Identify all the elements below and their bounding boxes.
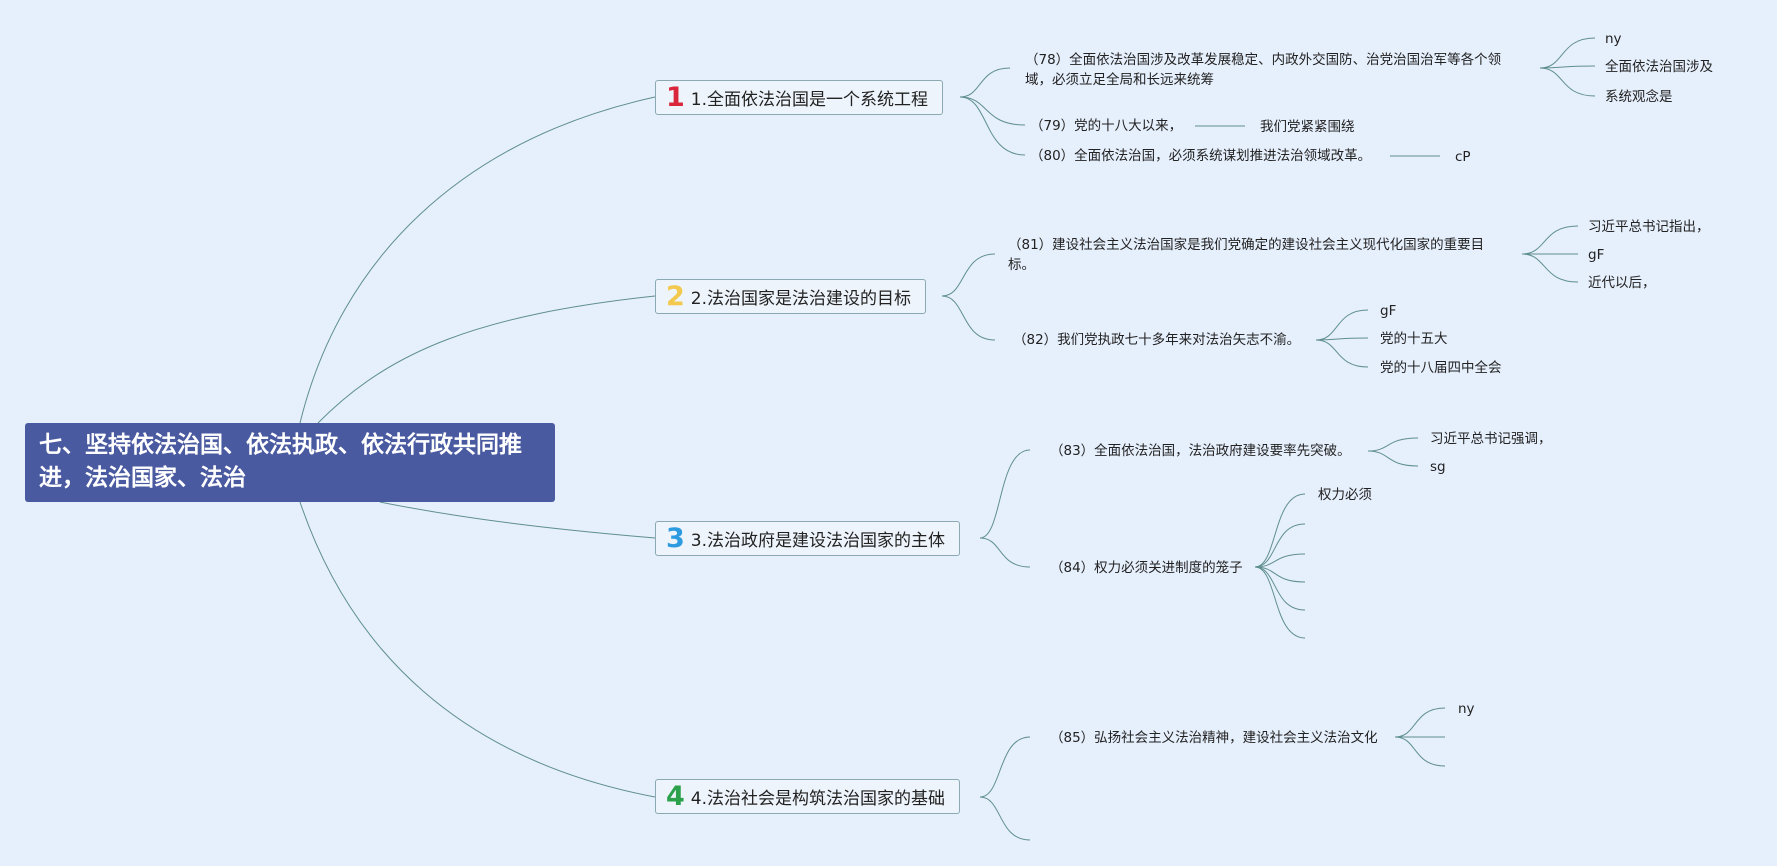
- link-root-topic-2: [317, 295, 656, 424]
- priority-4-icon: 4: [666, 781, 685, 812]
- link-topic-1-sub-2: [959, 96, 1026, 126]
- leaf-79-1[interactable]: 我们党紧紧围绕: [1260, 119, 1355, 135]
- subtopic-78[interactable]: （78）全面依法治国涉及改革发展稳定、内政外交国防、治党治国治军等各个领域，必须…: [1025, 52, 1502, 88]
- link-sub-83-leaf-2: [1367, 450, 1419, 467]
- topic-3-label: 3.法治政府是建设法治国家的主体: [690, 531, 946, 551]
- topic-1[interactable]: 1 1.全面依法治国是一个系统工程: [655, 80, 944, 115]
- link-sub-78-leaf-3: [1539, 67, 1596, 97]
- link-topic-4-sub-1: [979, 736, 1031, 798]
- root-title: 七、坚持依法治国、依法执政、依法行政共同推进，法治国家、法治: [39, 432, 522, 491]
- topic-4-label: 4.法治社会是构筑法治国家的基础: [690, 789, 946, 809]
- topic-4[interactable]: 4 4.法治社会是构筑法治国家的基础: [655, 779, 961, 814]
- subtopic-79[interactable]: （79）党的十八大以来，: [1030, 118, 1183, 134]
- leaf-81-3[interactable]: 近代以后，: [1588, 275, 1656, 291]
- topic-2-label: 2.法治国家是法治建设的目标: [690, 289, 912, 309]
- link-sub-81-leaf-1: [1521, 225, 1579, 255]
- leaf-82-2[interactable]: 党的十五大: [1380, 331, 1448, 347]
- leaf-84-1[interactable]: 权力必须: [1318, 487, 1372, 503]
- topic-3[interactable]: 3 3.法治政府是建设法治国家的主体: [655, 521, 961, 556]
- link-root-topic-1: [299, 96, 656, 424]
- link-sub-82-leaf-3: [1315, 339, 1369, 368]
- leaf-78-1[interactable]: ny: [1605, 31, 1622, 47]
- leaf-83-2[interactable]: sg: [1430, 459, 1446, 475]
- subtopic-81[interactable]: （81）建设社会主义法治国家是我们党确定的建设社会主义现代化国家的重要目标。: [1008, 237, 1485, 273]
- priority-1-icon: 1: [666, 82, 685, 113]
- link-sub-82-leaf-2: [1315, 337, 1369, 341]
- link-topic-4-sub-2: [979, 796, 1031, 841]
- link-sub-84-leaf-3: [1254, 553, 1306, 568]
- link-sub-82-leaf-1: [1315, 309, 1369, 341]
- subtopic-85[interactable]: （85）弘扬社会主义法治精神，建设社会主义法治文化: [1050, 730, 1378, 746]
- link-sub-84-leaf-4: [1254, 566, 1306, 583]
- leaf-81-2[interactable]: gF: [1588, 247, 1605, 263]
- link-sub-84-leaf-2: [1254, 523, 1306, 568]
- link-topic-2-sub-1: [941, 253, 996, 297]
- link-sub-85-leaf-1: [1394, 707, 1446, 738]
- link-topic-2-sub-2: [941, 295, 996, 341]
- leaf-82-1[interactable]: gF: [1380, 303, 1397, 319]
- link-sub-78-leaf-1: [1539, 37, 1596, 69]
- link-topic-3-sub-1: [979, 449, 1031, 539]
- link-sub-81-leaf-3: [1521, 253, 1579, 283]
- subtopic-84[interactable]: （84）权力必须关进制度的笼子: [1050, 560, 1243, 576]
- link-sub-78-leaf-2: [1539, 65, 1596, 69]
- link-topic-1-sub-3: [959, 96, 1026, 156]
- leaf-83-1[interactable]: 习近平总书记强调，: [1430, 431, 1552, 447]
- leaf-81-1[interactable]: 习近平总书记指出，: [1588, 219, 1710, 235]
- priority-2-icon: 2: [666, 281, 685, 312]
- leaf-78-3[interactable]: 系统观念是: [1605, 89, 1673, 105]
- root-topic[interactable]: 七、坚持依法治国、依法执政、依法行政共同推进，法治国家、法治: [25, 423, 555, 502]
- link-sub-85-leaf-3: [1394, 736, 1446, 767]
- link-root-topic-3: [379, 501, 656, 539]
- subtopic-80[interactable]: （80）全面依法治国，必须系统谋划推进法治领域改革。: [1030, 148, 1372, 164]
- link-sub-83-leaf-1: [1367, 437, 1419, 452]
- subtopic-83[interactable]: （83）全面依法治国，法治政府建设要率先突破。: [1050, 443, 1351, 459]
- leaf-85-1[interactable]: ny: [1458, 701, 1475, 717]
- leaf-82-3[interactable]: 党的十八届四中全会: [1380, 360, 1502, 376]
- topic-1-label: 1.全面依法治国是一个系统工程: [690, 90, 929, 110]
- link-topic-1-sub-1: [959, 67, 1011, 98]
- link-sub-84-leaf-1: [1254, 493, 1306, 568]
- link-topic-3-sub-2: [979, 537, 1031, 568]
- leaf-80-1[interactable]: cP: [1455, 149, 1471, 165]
- link-sub-84-leaf-6: [1254, 566, 1306, 639]
- priority-3-icon: 3: [666, 523, 685, 554]
- link-root-topic-4: [299, 501, 656, 798]
- subtopic-82[interactable]: （82）我们党执政七十多年来对法治矢志不渝。: [1013, 332, 1301, 348]
- leaf-78-2[interactable]: 全面依法治国涉及: [1605, 59, 1713, 75]
- link-sub-84-leaf-5: [1254, 566, 1306, 611]
- topic-2[interactable]: 2 2.法治国家是法治建设的目标: [655, 279, 927, 314]
